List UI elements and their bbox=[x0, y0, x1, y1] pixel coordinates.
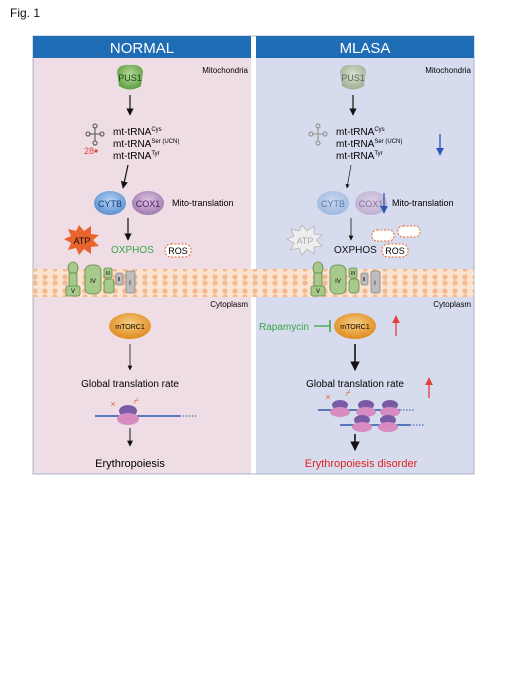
oxphos-label: OXPHOS bbox=[111, 245, 154, 256]
ros-cloud-mlasa bbox=[381, 243, 409, 258]
ros-cloud bbox=[164, 243, 192, 258]
normal-cyto-label: Cytoplasm bbox=[210, 300, 248, 309]
trna-cys-mlasa: mt-tRNACys bbox=[336, 127, 385, 138]
complex-iii: III bbox=[106, 271, 110, 277]
complex-iv: IV bbox=[90, 279, 96, 285]
figure-label: Fig. 1 bbox=[10, 6, 41, 20]
svg-text:×: × bbox=[325, 392, 330, 402]
svg-text:⌿: ⌿ bbox=[133, 396, 139, 406]
normal-header bbox=[33, 36, 251, 58]
cytb-protein bbox=[94, 191, 126, 215]
normal-mito-label: Mitochondria bbox=[202, 66, 248, 75]
atp-label-mlasa: ATP bbox=[297, 236, 314, 246]
cox1-protein bbox=[132, 191, 164, 215]
trna-cross: × bbox=[110, 399, 115, 409]
complex-i-mlasa: I bbox=[374, 281, 376, 287]
complex-ii-mlasa: II bbox=[363, 277, 366, 283]
modification-site: 28 bbox=[84, 146, 94, 156]
complex-v-mlasa: V bbox=[316, 289, 320, 295]
pus1-enzyme-faded bbox=[340, 64, 366, 90]
cox1-protein-faded bbox=[355, 191, 387, 215]
cytb-label-mlasa: CYTB bbox=[321, 199, 345, 209]
pus1-label-mlasa: PUS1 bbox=[341, 73, 365, 83]
cox1-label-mlasa: COX1 bbox=[359, 199, 384, 209]
mtorc1-protein bbox=[109, 313, 151, 339]
atp-label: ATP bbox=[74, 236, 91, 246]
ribosome-mrna: × ⌿ bbox=[95, 396, 198, 425]
pus1-label: PUS1 bbox=[118, 73, 142, 83]
atp-burst bbox=[64, 225, 99, 255]
trna-ser-mlasa: mt-tRNASer (UCN) bbox=[336, 139, 402, 150]
mtorc1-label-mlasa: mTORC1 bbox=[340, 324, 370, 331]
trna-ser: mt-tRNASer (UCN) bbox=[113, 139, 179, 150]
normal-header-label: NORMAL bbox=[110, 40, 174, 57]
mlasa-header-label: MLASA bbox=[340, 40, 391, 57]
complex-iv-mlasa: IV bbox=[335, 279, 341, 285]
mito-translation-label-mlasa: Mito-translation bbox=[392, 198, 454, 208]
polysome-mrna: × ⌿ bbox=[318, 388, 424, 432]
trna-icon-mlasa bbox=[308, 123, 328, 146]
svg-text:⌿: ⌿ bbox=[345, 388, 351, 398]
trna-cys: mt-tRNACys bbox=[113, 127, 162, 138]
cytb-label: CYTB bbox=[98, 199, 122, 209]
normal-panel bbox=[33, 36, 251, 474]
oxphos-complexes bbox=[65, 261, 136, 297]
mlasa-header bbox=[256, 36, 474, 58]
complex-i: I bbox=[129, 281, 131, 287]
global-translation-label: Global translation rate bbox=[81, 379, 179, 390]
cox1-label: COX1 bbox=[136, 199, 161, 209]
outcome-label-mlasa: Erythropoiesis disorder bbox=[305, 458, 418, 470]
mtorc1-label: mTORC1 bbox=[115, 324, 145, 331]
mlasa-mito-label: Mitochondria bbox=[425, 66, 471, 75]
trna-tyr-mlasa: mt-tRNATyr bbox=[336, 151, 383, 162]
cytb-protein-faded bbox=[317, 191, 349, 215]
global-translation-label-mlasa: Global translation rate bbox=[306, 379, 404, 390]
rapamycin-label: Rapamycin bbox=[259, 322, 309, 333]
atp-burst-faded bbox=[286, 224, 323, 256]
pus1-enzyme bbox=[117, 64, 143, 90]
ros-label: ROS bbox=[168, 246, 188, 256]
mito-translation-label: Mito-translation bbox=[172, 198, 234, 208]
trna-tyr: mt-tRNATyr bbox=[113, 151, 160, 162]
trna-icon bbox=[85, 123, 105, 146]
complex-ii: II bbox=[118, 277, 121, 283]
complex-iii-mlasa: III bbox=[351, 271, 355, 277]
oxphos-label-mlasa: OXPHOS bbox=[334, 245, 377, 256]
mtorc1-protein-mlasa bbox=[334, 313, 376, 339]
oxphos-complexes-mlasa bbox=[310, 261, 381, 297]
complex-v: V bbox=[71, 289, 75, 295]
mlasa-cyto-label: Cytoplasm bbox=[433, 300, 471, 309]
outcome-label: Erythropoiesis bbox=[95, 458, 165, 470]
ros-label-mlasa: ROS bbox=[385, 246, 405, 256]
